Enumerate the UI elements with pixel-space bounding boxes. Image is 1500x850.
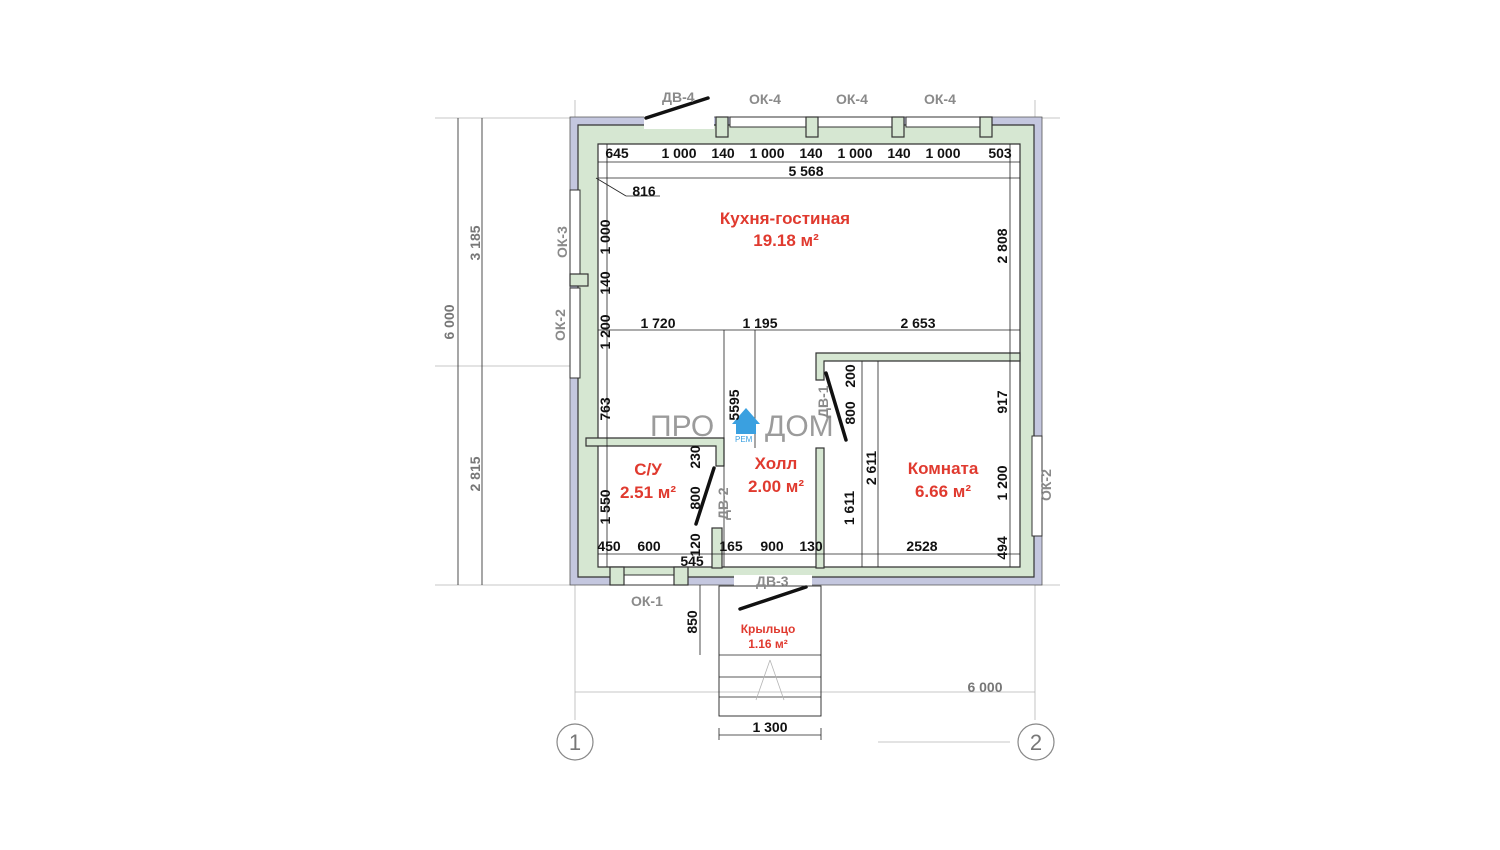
room-hall-name: Холл: [755, 454, 798, 473]
dim-door2: 230: [687, 445, 703, 469]
dim-door1: 200: [842, 364, 858, 388]
label-ok2-right: ОК-2: [1038, 469, 1054, 501]
dimension-texts: 645 1 000 140 1 000 140 1 000 140 1 000 …: [441, 145, 1012, 735]
label-ok3: ОК-3: [554, 226, 570, 258]
dim-top: 1 000: [925, 145, 960, 161]
room-labels: Кухня-гостиная 19.18 м² С/У 2.51 м² Холл…: [620, 209, 979, 651]
watermark-small: РЕМ: [735, 435, 753, 444]
dim-top: 1 000: [661, 145, 696, 161]
room-bath-area: 2.51 м²: [620, 483, 676, 502]
watermark: ПРО РЕМ ДОМ: [650, 408, 834, 444]
dim-mid-row: 1 195: [742, 315, 777, 331]
dim-left-inner: 1 000: [597, 219, 613, 254]
dim-door2: 800: [687, 486, 703, 510]
dim-top: 503: [988, 145, 1012, 161]
dim-door2: 120: [687, 533, 703, 557]
room-bedroom-name: Комната: [908, 459, 979, 478]
room-porch-area: 1.16 м²: [748, 637, 788, 651]
watermark-left: ПРО: [650, 410, 714, 443]
dimension-lines: [457, 118, 1020, 740]
porch: [718, 585, 822, 717]
opening-labels: ДВ-4 ОК-4 ОК-4 ОК-4 ОК-3 ОК-2 ОК-2 ОК-1 …: [552, 89, 1054, 609]
label-ok4-a: ОК-4: [749, 91, 781, 107]
axis-label-1: 1: [569, 730, 581, 755]
axis-marker-1: [556, 723, 594, 761]
label-dv4: ДВ-4: [662, 89, 695, 105]
dim-bottom-row: 2528: [906, 538, 937, 554]
label-ok2-left: ОК-2: [552, 309, 568, 341]
interior-walls: [585, 352, 1021, 569]
dim-mid-row: 1 720: [640, 315, 675, 331]
dim-right-inner: 917: [994, 390, 1010, 414]
dim-top: 1 000: [837, 145, 872, 161]
dim-bottom-row: 450: [597, 538, 621, 554]
dim-bottom-row: 130: [799, 538, 823, 554]
door-dv1-leaf: [824, 371, 848, 442]
axis-label-2: 2: [1030, 730, 1042, 755]
room-kitchen-area: 19.18 м²: [753, 231, 819, 250]
dim-right-inner: 1 200: [994, 465, 1010, 500]
label-dv3: ДВ-3: [756, 573, 789, 589]
dim-top: 1 000: [749, 145, 784, 161]
dim-left-inner: 140: [597, 271, 613, 295]
dim-bottom-total: 6 000: [967, 679, 1002, 695]
dim-top: 140: [799, 145, 823, 161]
door-dv2-leaf: [694, 466, 716, 526]
dim-porch-width: 1 300: [752, 719, 787, 735]
dim-bottom-row: 165: [719, 538, 743, 554]
house-icon: [732, 408, 760, 424]
door-dv3-leaf: [738, 585, 808, 611]
door-dv4-leaf: [644, 96, 710, 120]
dim-top-total: 5 568: [788, 163, 823, 179]
label-ok4-b: ОК-4: [836, 91, 868, 107]
room-bath-name: С/У: [634, 460, 662, 479]
dim-left-inner: 1 550: [597, 489, 613, 524]
doors: [644, 96, 848, 611]
dim-bottom-row: 900: [760, 538, 784, 554]
dim-hall-v: 5595: [726, 389, 742, 420]
dim-corner: 816: [632, 183, 656, 199]
dim-top: 645: [605, 145, 629, 161]
dim-left-outer: 3 185: [467, 225, 483, 260]
room-kitchen-name: Кухня-гостиная: [720, 209, 850, 228]
dim-left-outer: 2 815: [467, 456, 483, 491]
room-bedroom-area: 6.66 м²: [915, 482, 971, 501]
dim-top: 140: [887, 145, 911, 161]
label-ok4-c: ОК-4: [924, 91, 956, 107]
dim-porch-depth: 850: [684, 610, 700, 634]
dim-bottom-row: 600: [637, 538, 661, 554]
room-porch-name: Крыльцо: [741, 622, 796, 636]
dim-right-inner: 2 808: [994, 228, 1010, 263]
label-dv1: ДВ-1: [815, 385, 831, 418]
dim-hall-h: 1 611: [841, 491, 857, 525]
dim-door1: 800: [842, 401, 858, 425]
dim-left-total: 6 000: [441, 304, 457, 339]
dim-right-inner: 494: [994, 536, 1010, 560]
label-dv2: ДВ-2: [715, 487, 731, 520]
dim-left-inner: 1 200: [597, 314, 613, 349]
dim-bottom-small: 545: [680, 553, 704, 569]
label-ok1: ОК-1: [631, 593, 663, 609]
axis-marker-2: [1017, 723, 1055, 761]
axis-markers: 1 2: [556, 723, 1055, 761]
dim-mid-row: 2 653: [900, 315, 935, 331]
watermark-right: ДОМ: [765, 410, 834, 443]
windows: [569, 115, 1043, 587]
dim-left-inner: 763: [597, 397, 613, 421]
room-hall-area: 2.00 м²: [748, 477, 804, 496]
dim-top: 140: [711, 145, 735, 161]
dim-hall-h: 2 611: [863, 451, 879, 485]
